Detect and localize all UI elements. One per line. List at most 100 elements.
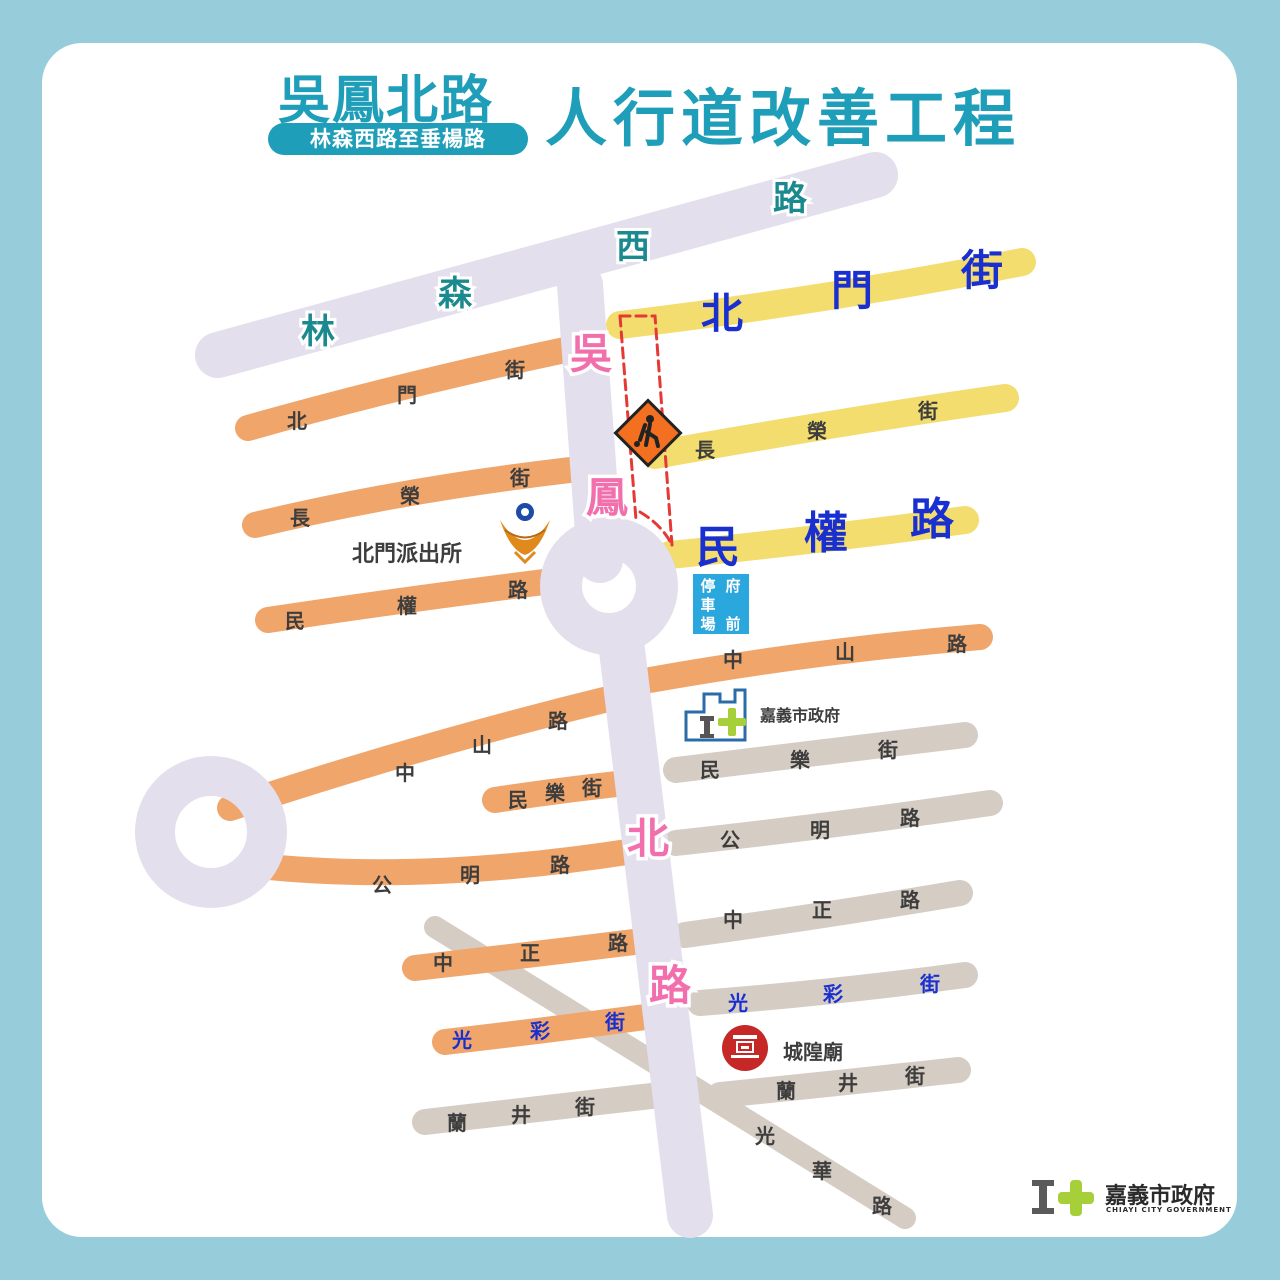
road-label-lanjing-west-1: 蘭 — [447, 1111, 467, 1135]
road-label-gongming-west-1: 公 — [372, 873, 392, 897]
road-label-linsen-3: 西 — [616, 227, 650, 267]
logo-name: 嘉義市政府 — [1105, 1184, 1216, 1209]
road-label-gongming-east-2: 明 — [810, 818, 830, 842]
construction-worker-icon — [613, 398, 683, 468]
road-label-gongming-west-2: 明 — [460, 863, 480, 887]
road-minle-east — [663, 722, 978, 783]
road-label-lanjing-west-3: 街 — [574, 1095, 595, 1119]
roundabout-west — [135, 756, 287, 908]
title-road-name: 吳鳳北路 — [278, 71, 495, 131]
police-emblem-icon — [500, 501, 550, 565]
road-label-minquan-east-2: 權 — [804, 508, 848, 559]
road-label-linsen-2: 森 — [438, 274, 473, 314]
parking-char-3: 場 — [700, 615, 715, 633]
road-label-minquan-west-3: 路 — [508, 578, 529, 602]
road-minquan-east — [656, 506, 979, 569]
road-label-zhongshan-west-3: 路 — [548, 709, 569, 733]
road-label-minle-east-3: 街 — [877, 738, 898, 762]
road-label-minle-west-1: 民 — [508, 788, 528, 812]
road-label-zhongshan-east-2: 山 — [835, 640, 855, 664]
road-label-zhongzheng-east-2: 正 — [812, 898, 832, 922]
title-project: 人行道改善工程 — [545, 82, 1022, 155]
road-label-beimen-east-2: 門 — [831, 266, 873, 315]
road-gongming-east — [663, 790, 1003, 856]
parking-lot-badge: 停 車 場 府 前 — [693, 574, 749, 634]
road-label-minquan-west-2: 權 — [397, 594, 417, 618]
city-hall-icon — [684, 688, 747, 742]
road-zhongshan-east — [637, 624, 993, 693]
road-label-zhongzheng-east-1: 中 — [723, 908, 743, 932]
parking-char-5: 前 — [725, 615, 740, 633]
road-label-zhongshan-east-3: 路 — [947, 632, 968, 656]
road-label-zhongzheng-east-3: 路 — [900, 888, 921, 912]
road-label-changrong-east-1: 長 — [695, 438, 716, 462]
temple-label: 城隍廟 — [783, 1040, 843, 1064]
road-label-lanjing-east-2: 井 — [838, 1071, 858, 1095]
road-zhongzheng-west — [402, 927, 663, 981]
road-label-zhongzheng-west-3: 路 — [608, 931, 629, 955]
road-label-minquan-east-1: 民 — [696, 522, 740, 573]
road-label-zhongzheng-west-1: 中 — [433, 951, 453, 975]
road-label-minle-west-2: 樂 — [545, 781, 566, 805]
road-label-minquan-west-1: 民 — [285, 609, 305, 633]
parking-lot-text: 停 車 場 府 前 — [700, 577, 740, 633]
road-label-wufeng-1: 吳 — [570, 329, 613, 378]
road-guangcai-west — [432, 1002, 673, 1055]
chiayi-logo-icon — [1032, 1180, 1094, 1216]
parking-char-1: 停 — [700, 577, 715, 595]
road-label-changrong-west-3: 街 — [509, 466, 530, 490]
road-label-beimen-west-2: 門 — [397, 383, 417, 407]
logo-english: CHIAYI CITY GOVERNMENT — [1106, 1206, 1232, 1214]
temple-seal-icon — [722, 1025, 768, 1071]
road-label-gongming-east-1: 公 — [720, 828, 740, 852]
police-station-label: 北門派出所 — [352, 542, 463, 567]
road-label-beimen-east-1: 北 — [701, 289, 743, 338]
road-linsen-west — [195, 152, 898, 378]
road-label-zhongzheng-west-2: 正 — [520, 941, 540, 965]
road-label-linsen-1: 林 — [301, 312, 335, 352]
road-label-zhongshan-west-2: 山 — [472, 733, 492, 757]
road-label-minle-west-3: 街 — [581, 776, 602, 800]
road-label-linsen-4: 路 — [773, 179, 808, 219]
road-beimen-west — [235, 337, 578, 441]
work-zone-boundary — [618, 314, 674, 547]
road-label-guanghua-3: 路 — [872, 1194, 893, 1218]
road-label-guangcai-west-1: 光 — [451, 1028, 472, 1052]
city-hall-label: 嘉義市政府 — [760, 706, 841, 725]
road-label-lanjing-east-3: 街 — [904, 1064, 925, 1088]
road-label-guangcai-west-2: 彩 — [529, 1019, 550, 1043]
road-label-lanjing-east-1: 蘭 — [776, 1079, 796, 1103]
road-label-wufeng-4: 路 — [649, 961, 692, 1010]
road-label-lanjing-west-2: 井 — [511, 1103, 531, 1127]
road-zhongshan-west — [217, 685, 625, 821]
road-changrong-east — [641, 384, 1019, 469]
road-label-gongming-east-3: 路 — [900, 806, 921, 830]
road-beimen-east — [606, 248, 1036, 339]
road-label-changrong-east-3: 街 — [917, 399, 938, 423]
road-label-wufeng-2: 鳳 — [586, 473, 628, 522]
road-lanjing-west — [412, 1082, 673, 1135]
parking-char-2: 車 — [700, 596, 715, 614]
road-label-minquan-east-3: 路 — [910, 494, 955, 545]
road-label-zhongshan-east-1: 中 — [723, 648, 743, 672]
road-label-minle-east-1: 民 — [700, 758, 720, 782]
road-label-guanghua-1: 光 — [754, 1124, 775, 1148]
road-label-guangcai-east-1: 光 — [727, 991, 748, 1015]
road-gongming-west — [237, 837, 653, 886]
road-label-guanghua-2: 華 — [812, 1159, 832, 1183]
parking-char-4: 府 — [725, 577, 740, 595]
roundabout-north — [540, 517, 678, 655]
road-label-gongming-west-3: 路 — [550, 853, 571, 877]
road-wufeng-north — [557, 262, 713, 1238]
road-lanjing-east — [707, 1057, 971, 1108]
road-label-beimen-west-1: 北 — [287, 409, 307, 433]
road-label-changrong-east-2: 榮 — [807, 419, 827, 443]
road-label-guangcai-east-2: 彩 — [822, 982, 843, 1006]
road-label-guangcai-east-3: 街 — [919, 972, 940, 996]
road-zhongzheng-east — [672, 880, 973, 948]
road-label-beimen-west-3: 街 — [504, 358, 525, 382]
road-label-guangcai-west-3: 街 — [604, 1010, 625, 1034]
road-minquan-west — [255, 567, 573, 633]
road-label-beimen-east-3: 街 — [960, 246, 1003, 295]
